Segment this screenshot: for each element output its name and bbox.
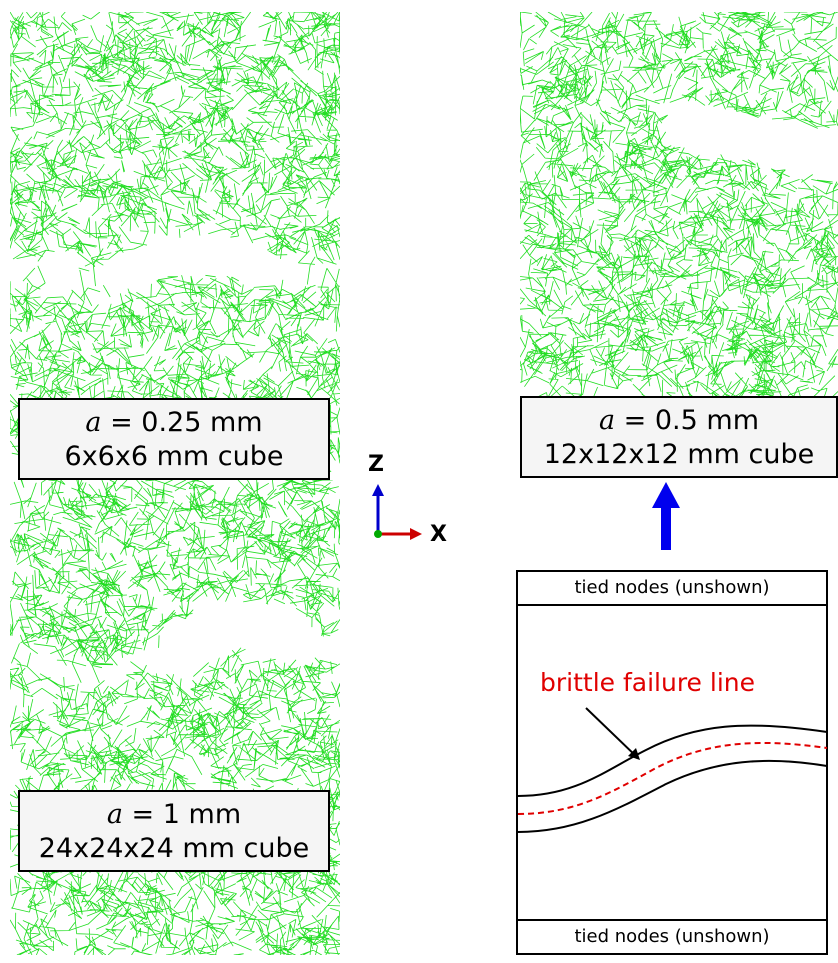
cube-size-label-top-left: 6x6x6 mm cube — [64, 441, 284, 472]
coordinate-axes: Z X — [360, 448, 470, 558]
tied-nodes-bottom: tied nodes (unshown) — [516, 919, 828, 955]
tied-nodes-top: tied nodes (unshown) — [516, 570, 828, 606]
lattice-mesh-top-right — [520, 12, 838, 402]
equation-label-top-left: a = 0.25 mm — [85, 407, 263, 438]
blue-up-arrow-icon — [652, 482, 680, 550]
z-axis-label: Z — [368, 452, 384, 477]
equation-label-bottom-left: a = 1 mm — [106, 799, 242, 830]
x-axis-label: X — [430, 522, 447, 547]
mesh-panel-top-right: a = 0.5 mm 12x12x12 mm cube — [520, 12, 838, 478]
failure-schematic: tied nodes (unshown) tied nodes (unshown… — [516, 570, 828, 955]
label-box-top-left: a = 0.25 mm 6x6x6 mm cube — [18, 398, 330, 480]
axes-triad-icon — [372, 484, 422, 540]
brittle-failure-label: brittle failure line — [540, 668, 756, 697]
schematic-outline — [516, 570, 828, 955]
cube-size-label-bottom-left: 24x24x24 mm cube — [38, 833, 310, 864]
mesh-panel-top-left: a = 0.25 mm 6x6x6 mm cube — [10, 12, 340, 480]
equation-label-top-right: a = 0.5 mm — [598, 405, 760, 436]
lattice-mesh-bottom-left — [10, 480, 340, 955]
label-box-top-right: a = 0.5 mm 12x12x12 mm cube — [520, 396, 838, 478]
cube-size-label-top-right: 12x12x12 mm cube — [543, 439, 815, 470]
